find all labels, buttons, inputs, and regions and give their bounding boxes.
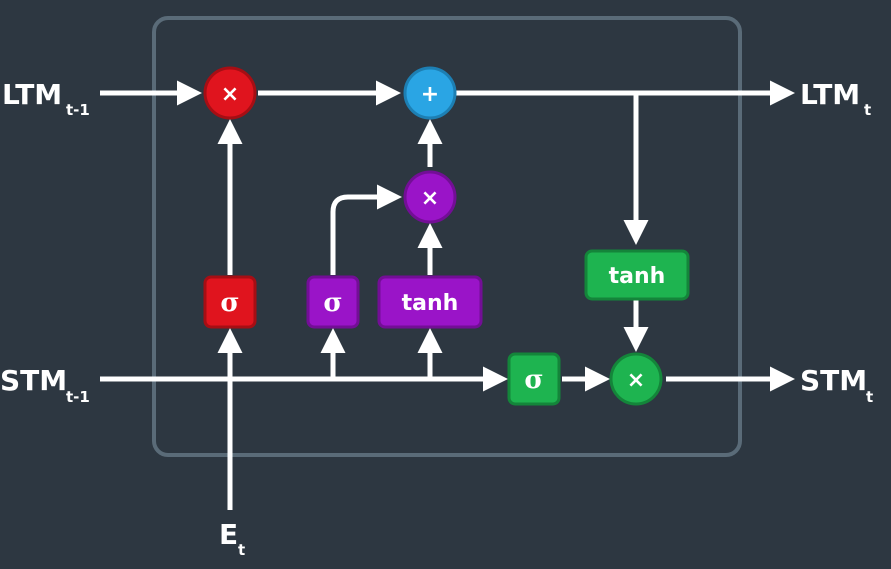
ltm-input-sub: t-1 bbox=[66, 101, 90, 119]
use-tanh-box: tanh bbox=[584, 249, 690, 301]
remember-add-node: + bbox=[403, 66, 457, 120]
stm-input-sub: t-1 bbox=[66, 388, 90, 406]
use-multiply-symbol: × bbox=[627, 368, 645, 393]
learn-sigma-to-multiply-wire bbox=[330, 184, 402, 275]
use-sigma-box: σ bbox=[507, 352, 561, 406]
learn-sigma-label: σ bbox=[323, 288, 342, 318]
remember-add-symbol: + bbox=[421, 82, 439, 107]
stm-output-sub: t bbox=[866, 388, 873, 406]
stm-output-label: STM t bbox=[800, 364, 873, 406]
ltm-output-main: LTM bbox=[800, 78, 860, 111]
event-input-main: E bbox=[219, 518, 238, 551]
learn-tanh-label: tanh bbox=[402, 291, 459, 316]
learn-sigma-box: σ bbox=[306, 275, 360, 329]
ltm-output-sub: t bbox=[864, 101, 871, 119]
use-multiply-node: × bbox=[609, 352, 663, 406]
forget-multiply-symbol: × bbox=[221, 82, 239, 107]
ltm-output-label: LTM t bbox=[800, 78, 871, 119]
learn-tanh-box: tanh bbox=[377, 275, 483, 329]
stm-input-main: STM bbox=[0, 364, 67, 397]
stm-output-main: STM bbox=[800, 364, 867, 397]
ltm-input-main: LTM bbox=[2, 78, 62, 111]
forget-multiply-node: × bbox=[203, 66, 257, 120]
lstm-cell-border bbox=[152, 16, 742, 457]
use-sigma-label: σ bbox=[524, 365, 543, 395]
learn-multiply-symbol: × bbox=[421, 186, 439, 211]
learn-multiply-node: × bbox=[403, 170, 457, 224]
ltm-input-label: LTM t-1 bbox=[2, 78, 90, 119]
forget-sigma-label: σ bbox=[220, 288, 239, 318]
use-tanh-label: tanh bbox=[609, 264, 666, 289]
event-input-sub: t bbox=[238, 541, 245, 559]
forget-sigma-box: σ bbox=[203, 275, 257, 329]
stm-input-label: STM t-1 bbox=[0, 364, 90, 406]
event-input-label: E t bbox=[219, 518, 245, 559]
